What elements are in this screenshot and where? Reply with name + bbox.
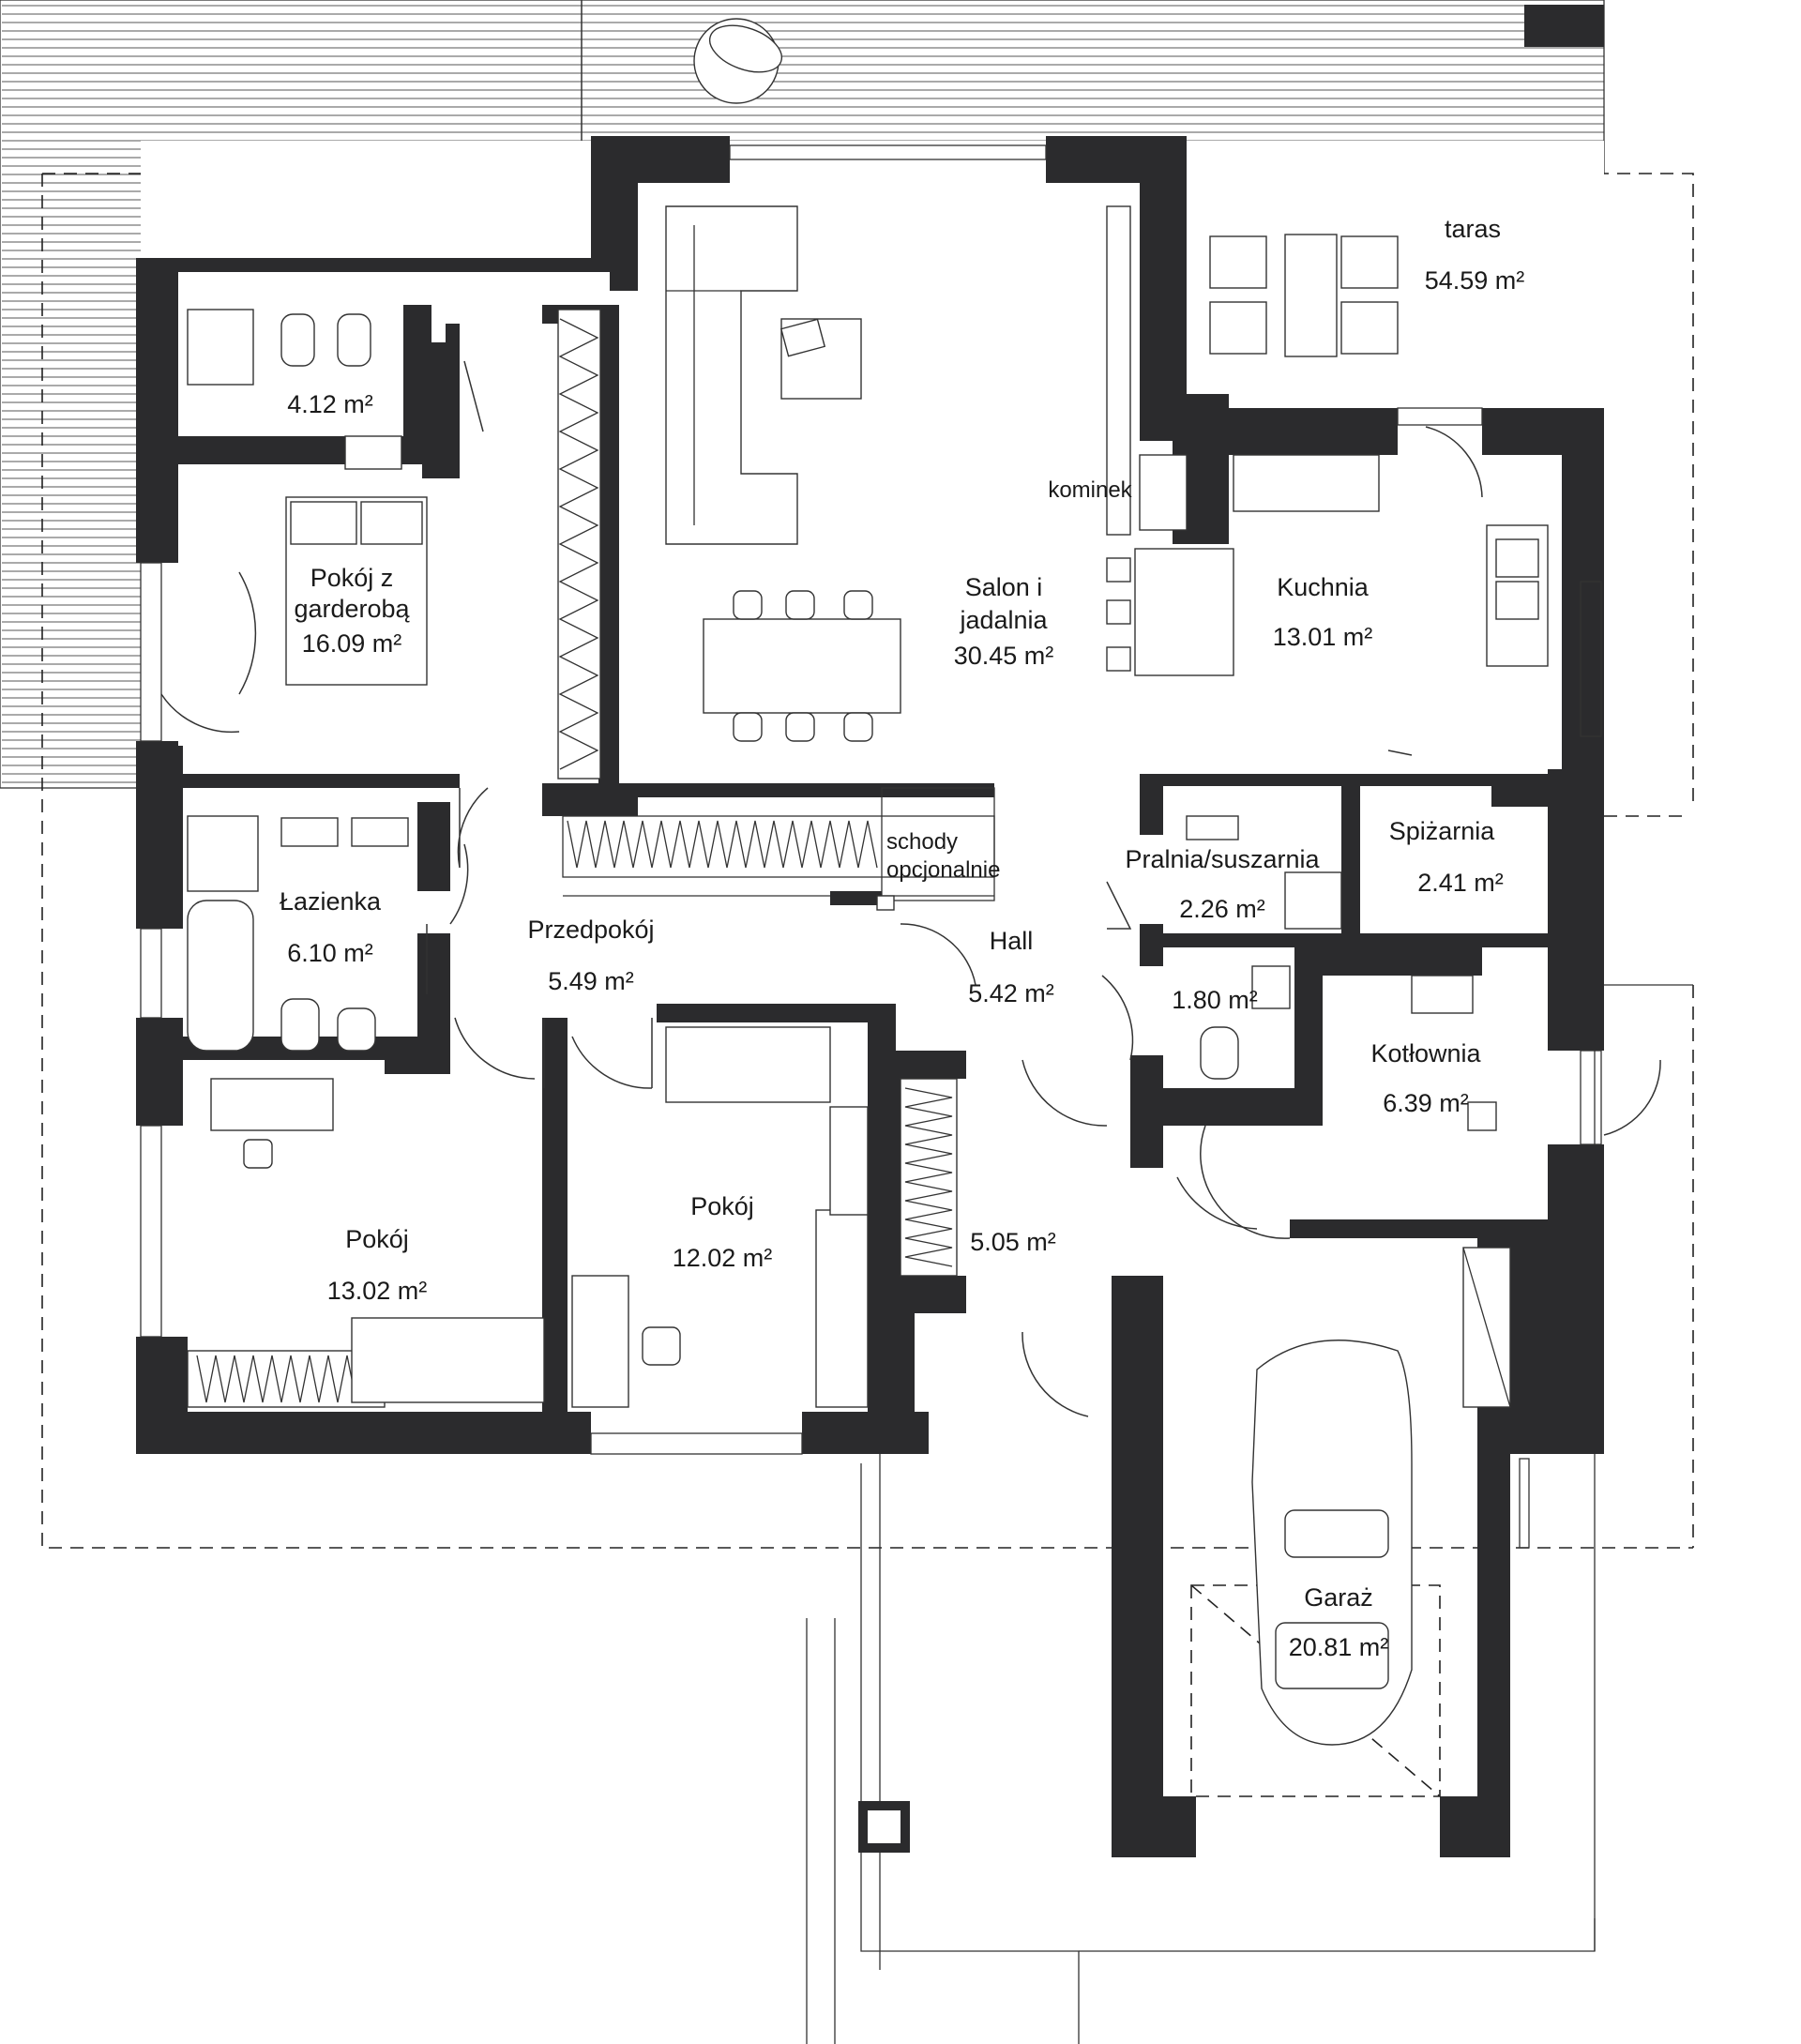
area-laundry: 2.26 m² — [1179, 895, 1265, 923]
windows — [140, 144, 1602, 1549]
room-labels: 4.12 m² Pokój z garderobą 16.09 m² Łazie… — [280, 215, 1524, 1661]
name-laundry: Pralnia/suszarnia — [1125, 845, 1320, 873]
area-hall: 5.42 m² — [968, 979, 1054, 1007]
name-garage: Garaż — [1304, 1583, 1373, 1612]
driveway-outline — [806, 984, 1693, 2044]
area-pantry: 2.41 m² — [1417, 869, 1504, 897]
area-entrance: 5.05 m² — [970, 1228, 1056, 1256]
area-living: 30.45 m² — [954, 642, 1054, 670]
exterior-walls — [136, 136, 1604, 1857]
area-wc-master: 4.12 m² — [287, 390, 373, 418]
name-bedroom-line1: Pokój z — [310, 564, 394, 592]
area-garage: 20.81 m² — [1289, 1633, 1389, 1661]
optional-stairs — [562, 787, 995, 911]
name-kitchen: Kuchnia — [1277, 573, 1370, 601]
area-bathroom: 6.10 m² — [287, 939, 373, 967]
area-vestibule: 5.49 m² — [548, 967, 634, 995]
area-room-middle: 12.02 m² — [673, 1244, 773, 1272]
area-bedroom: 16.09 m² — [302, 629, 402, 658]
area-wc: 1.80 m² — [1172, 986, 1258, 1014]
name-hall: Hall — [990, 927, 1034, 955]
area-boiler: 6.39 m² — [1383, 1089, 1469, 1117]
name-living-line2: jadalnia — [959, 606, 1048, 634]
furniture — [187, 5, 1604, 1853]
name-vestibule: Przedpokój — [527, 916, 654, 944]
name-bathroom: Łazienka — [280, 887, 382, 916]
doors — [160, 360, 1661, 1417]
area-terrace: 54.59 m² — [1425, 266, 1525, 295]
name-terrace: taras — [1445, 215, 1501, 243]
area-room-west: 13.02 m² — [327, 1277, 428, 1305]
area-kitchen: 13.01 m² — [1273, 623, 1373, 651]
name-room-middle: Pokój — [690, 1192, 754, 1220]
name-bedroom-line2: garderobą — [294, 595, 410, 623]
label-fireplace: kominek — [1048, 477, 1132, 503]
name-living-line1: Salon i — [965, 573, 1043, 601]
name-boiler: Kotłownia — [1370, 1039, 1481, 1067]
name-room-west: Pokój — [345, 1225, 409, 1253]
label-stairs-line1: schody — [886, 829, 958, 855]
label-stairs-line2: opcjonalnie — [886, 857, 1000, 883]
name-pantry: Spiżarnia — [1389, 817, 1496, 845]
